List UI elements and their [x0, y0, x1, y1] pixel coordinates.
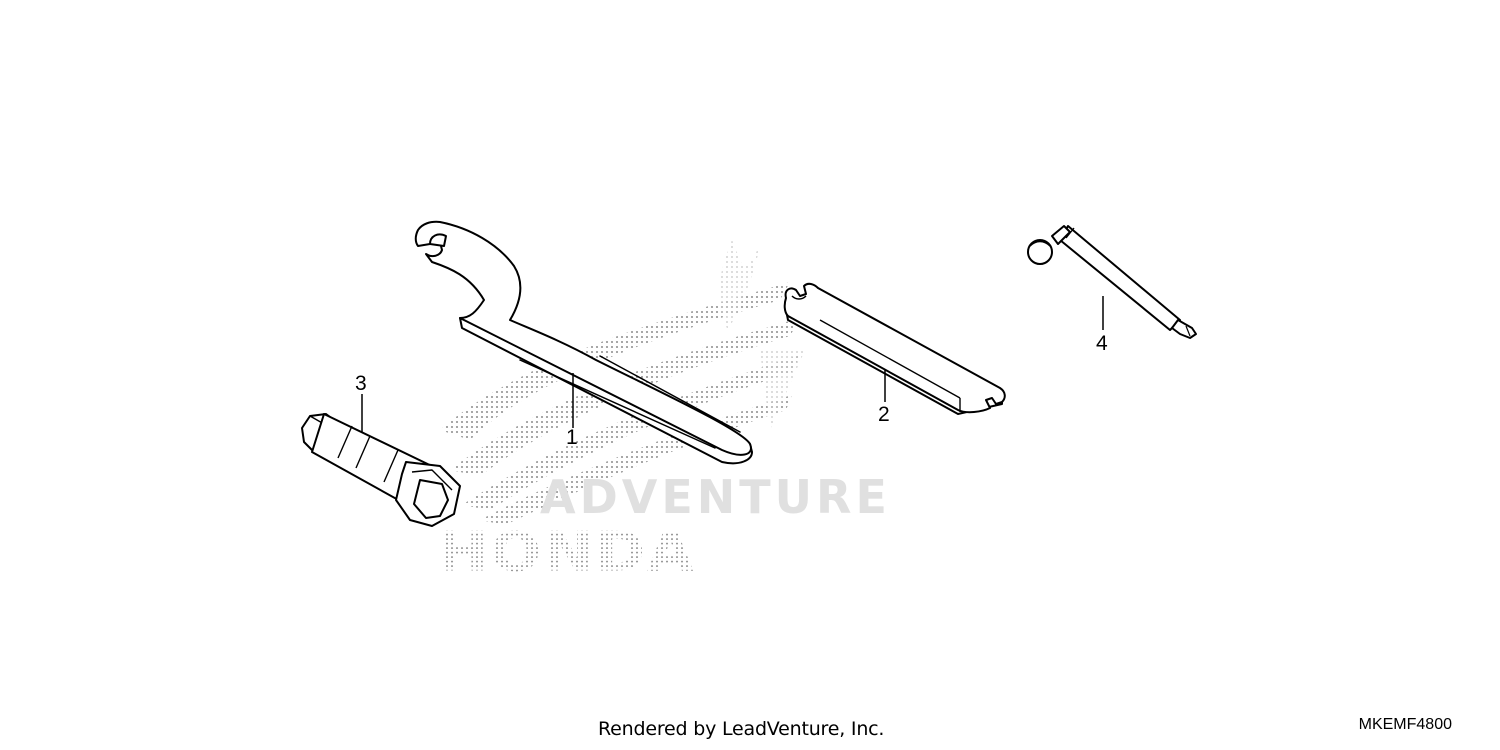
plug-socket-wrench-icon[interactable]: [301, 413, 461, 527]
callout-label-1[interactable]: 1: [566, 426, 578, 449]
callout-label-2[interactable]: 2: [878, 403, 890, 426]
watermark-tagline: ADVENTURE: [540, 470, 891, 524]
screwdriver-tool-icon[interactable]: [1027, 225, 1197, 339]
diagram-code: MKEMF4800: [1358, 716, 1452, 733]
hook-wrench-icon[interactable]: [414, 220, 753, 465]
watermark-brand: HONDA: [438, 521, 696, 583]
open-end-wrench-icon[interactable]: [783, 282, 1006, 415]
render-credit: Rendered by LeadVenture, Inc.: [598, 718, 885, 740]
leader-lines: [361, 296, 1104, 432]
callout-label-3[interactable]: 3: [355, 372, 367, 395]
callout-label-4[interactable]: 4: [1096, 332, 1108, 355]
